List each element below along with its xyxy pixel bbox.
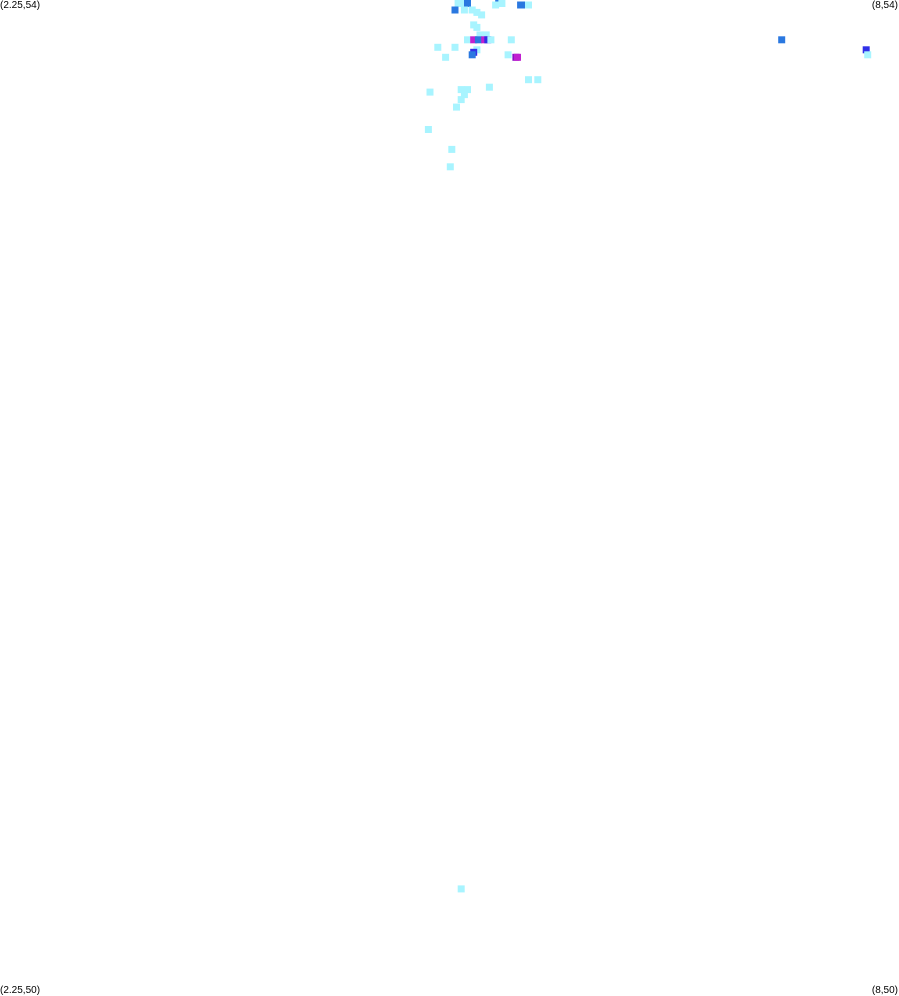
heatmap-cell [446, 163, 454, 171]
heatmap-cell [424, 126, 432, 133]
heatmap-cell [464, 36, 471, 44]
heatmap-cell [473, 8, 481, 16]
heatmap-cell [498, 0, 506, 7]
heatmap-cell [470, 36, 478, 44]
heatmap-cell [451, 43, 459, 51]
heatmap-cell [478, 11, 486, 19]
heatmap-cell [485, 83, 493, 91]
heatmap-cell [468, 6, 476, 14]
heatmap-cell [492, 1, 500, 9]
corner-label-top-right: (8,54) [871, 0, 898, 11]
heatmap-cell [862, 46, 870, 54]
corner-label-bottom-left: (2.25,50) [0, 985, 41, 996]
heatmap-cell [514, 53, 521, 61]
heatmap-cell [468, 51, 476, 59]
heatmap-cell [487, 36, 495, 44]
heatmap-cell [517, 1, 525, 9]
heatmap-cell [525, 1, 532, 9]
heatmap-cell [448, 145, 456, 153]
heatmap-cell [457, 96, 465, 104]
heatmap-cell [460, 91, 468, 99]
heatmap-cell [504, 51, 512, 59]
corner-label-top-left: (2.25,54) [0, 0, 41, 11]
corner-label-bottom-right: (8,50) [871, 985, 898, 996]
heatmap-cell [464, 86, 471, 94]
heatmap-cell [434, 43, 442, 51]
heatmap-cell [442, 53, 450, 61]
heatmap-cell [464, 0, 471, 7]
heatmap-cell [457, 86, 465, 94]
heatmap-cell [476, 31, 484, 39]
heatmap-cell [534, 76, 542, 84]
heatmap-cell [507, 36, 515, 44]
heatmap-cell [482, 31, 490, 39]
heatmap-cell [778, 36, 786, 44]
heatmap-cell [525, 76, 532, 84]
heatmap-cell [454, 0, 462, 7]
heatmap-cell [864, 51, 872, 59]
heatmap-cell [474, 36, 482, 44]
heatmap-cell [451, 6, 459, 14]
heatmap-cell [457, 885, 465, 893]
heatmap-cell [426, 88, 434, 96]
heatmap-cell [473, 23, 481, 31]
heatmap-cell [453, 103, 460, 111]
heatmap-cell [460, 6, 468, 14]
